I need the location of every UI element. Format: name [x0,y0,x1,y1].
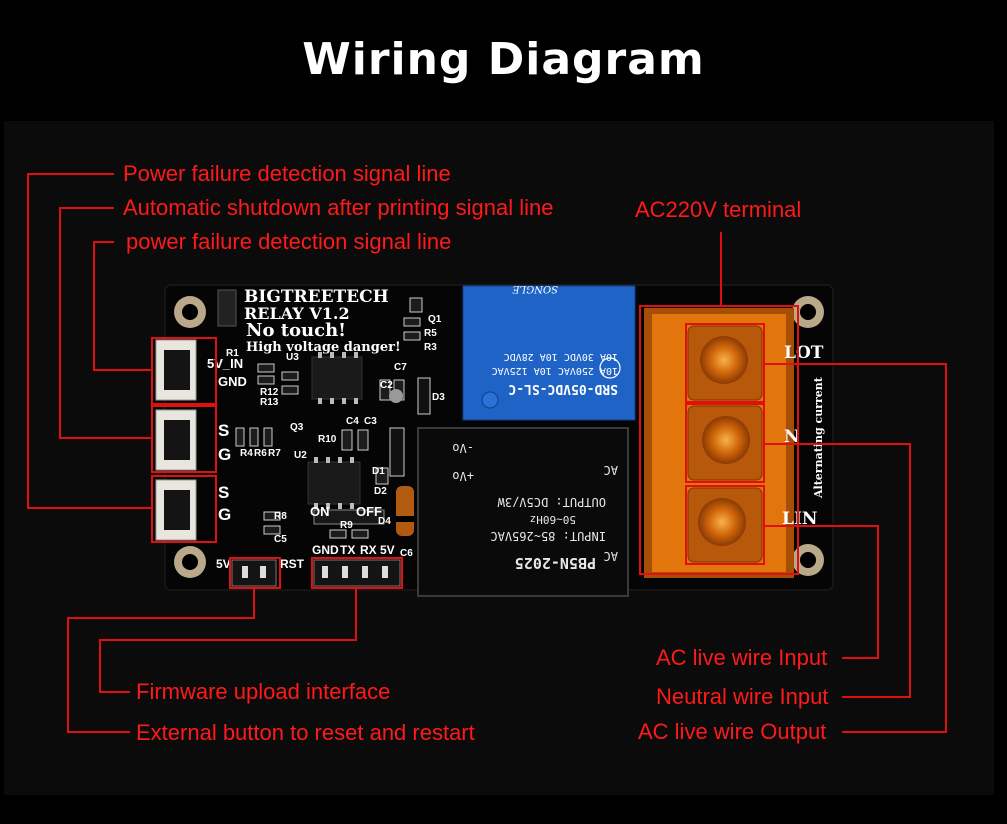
label-reset: External button to reset and restart [136,720,475,745]
terminal-label-lot: LOT [784,343,824,363]
header-label-5v: 5V [216,557,231,571]
svg-text:10A 250VAC 10A 125VAC: 10A 250VAC 10A 125VAC [492,365,618,376]
relay: SRD-05VDC-SL-C 10A 250VAC 10A 125VAC 10A… [462,283,636,421]
svg-text:C3: C3 [364,416,377,427]
warning-silkscreen-2: High voltage danger! [246,340,401,355]
label-power-failure-2: power failure detection signal line [126,229,452,254]
svg-text:Q1: Q1 [428,314,442,325]
reference-designators: R1 U3 R12 R13 R4 R6 R7 R8 R5 R3 Q1 D3 C7… [226,314,445,559]
svg-text:OUTPUT: DC5V/3W: OUTPUT: DC5V/3W [497,495,606,509]
svg-text:SONGLE: SONGLE [512,283,558,294]
connector-5v-in [155,339,197,401]
svg-text:50~60Hz: 50~60Hz [530,513,576,526]
label-ac220v: AC220V terminal [635,197,802,222]
terminal-block [644,308,794,578]
pin-label-s2: S [218,483,229,502]
svg-text:R10: R10 [318,434,337,445]
terminal-note: Alternating current [812,376,825,499]
svg-text:INPUT: 85~265VAC: INPUT: 85~265VAC [490,529,606,543]
pin-label-g2: G [218,505,231,524]
svg-text:R12: R12 [260,387,279,398]
label-auto-shutdown: Automatic shutdown after printing signal… [123,195,554,220]
svg-text:AC: AC [604,463,618,477]
ic-u2 [307,457,361,509]
ic-u3 [311,352,363,404]
power-module: PB5N-2025 INPUT: 85~265VAC 50~60Hz OUTPU… [417,427,629,597]
svg-text:Q3: Q3 [290,422,304,433]
svg-text:R4: R4 [240,448,253,459]
svg-text:C7: C7 [394,362,407,373]
svg-text:-Vo: -Vo [452,441,474,455]
page-title: Wiring Diagram [302,34,705,85]
label-live-in: AC live wire Input [656,645,828,670]
svg-text:R5: R5 [424,328,437,339]
connector-signal-2 [155,479,197,541]
svg-text:R8: R8 [274,511,287,522]
mounting-holes [174,296,824,578]
svg-text:R1: R1 [226,348,239,359]
svg-text:D2: D2 [374,486,387,497]
switch-label-on: ON [310,504,330,519]
svg-text:C6: C6 [400,548,413,559]
header-label-rx: RX [360,543,377,557]
svg-text:R7: R7 [268,448,281,459]
firmware-header [313,559,401,587]
svg-text:R3: R3 [424,342,437,353]
svg-text:C2: C2 [380,380,393,391]
label-power-failure-1: Power failure detection signal line [123,161,451,186]
label-live-out: AC live wire Output [638,719,827,744]
label-firmware: Firmware upload interface [136,679,391,704]
switch-label-off: OFF [356,504,382,519]
header-label-5v-2: 5V [380,543,395,557]
svg-text:D1: D1 [372,466,385,477]
svg-text:10A 30VDC 10A 28VDC: 10A 30VDC 10A 28VDC [504,351,618,362]
svg-text:R13: R13 [260,397,279,408]
svg-text:R6: R6 [254,448,267,459]
connector-signal-1 [155,409,197,471]
svg-text:SRD-05VDC-SL-C: SRD-05VDC-SL-C [508,381,618,396]
pin-label-s1: S [218,421,229,440]
header-label-gnd: GND [312,543,339,557]
brand-silkscreen: BIGTREETECH [244,287,389,307]
svg-text:AC: AC [604,549,618,563]
svg-text:U3: U3 [286,352,299,363]
warning-silkscreen-1: No touch! [246,320,346,341]
header-label-tx: TX [340,543,355,557]
svg-text:C5: C5 [274,534,287,545]
model-silkscreen: RELAY V1.2 [244,304,350,323]
svg-text:+Vo: +Vo [452,469,474,483]
svg-text:D3: D3 [432,392,445,403]
svg-text:PB5N-2025: PB5N-2025 [515,554,596,572]
pin-label-gnd: GND [218,374,247,389]
leader-lines [27,173,947,733]
svg-text:C4: C4 [346,416,359,427]
svg-text:R9: R9 [340,520,353,531]
svg-text:D4: D4 [378,516,391,527]
reset-header [231,559,277,587]
terminal-label-lin: LIN [782,509,817,529]
terminal-label-n: N [784,427,800,447]
svg-text:U2: U2 [294,450,307,461]
pin-label-g1: G [218,445,231,464]
header-label-rst: RST [280,557,305,571]
label-neutral-in: Neutral wire Input [656,684,829,709]
